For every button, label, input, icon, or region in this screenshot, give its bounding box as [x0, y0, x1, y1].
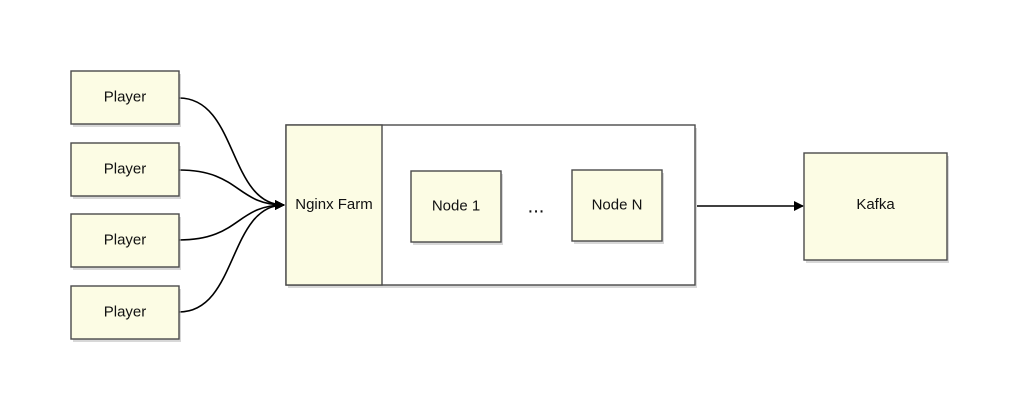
node-n-label: Node N — [592, 196, 643, 213]
nginx-farm-box: Nginx Farm — [285, 124, 383, 286]
node-1-box: Node 1 — [410, 170, 503, 245]
edge-player-4-to-nginx — [178, 200, 285, 313]
player-label-4: Player — [104, 303, 147, 320]
nginx-farm-label: Nginx Farm — [295, 196, 373, 213]
player-box-1: Player — [70, 70, 181, 127]
player-label-2: Player — [104, 160, 147, 177]
edge-player-2-to-nginx — [178, 169, 285, 210]
kafka-label: Kafka — [856, 196, 895, 213]
edge-player-3-to-nginx — [178, 200, 285, 241]
player-box-3: Player — [70, 213, 181, 270]
player-box-4: Player — [70, 285, 181, 342]
node-n-box: Node N — [571, 169, 664, 244]
kafka-box: Kafka — [803, 152, 949, 263]
player-box-2: Player — [70, 142, 181, 199]
edge-player-1-to-nginx — [178, 97, 285, 210]
nodes-ellipsis: ... — [528, 195, 545, 217]
player-label-3: Player — [104, 231, 147, 248]
player-label-1: Player — [104, 88, 147, 105]
node-1-label: Node 1 — [432, 197, 480, 214]
